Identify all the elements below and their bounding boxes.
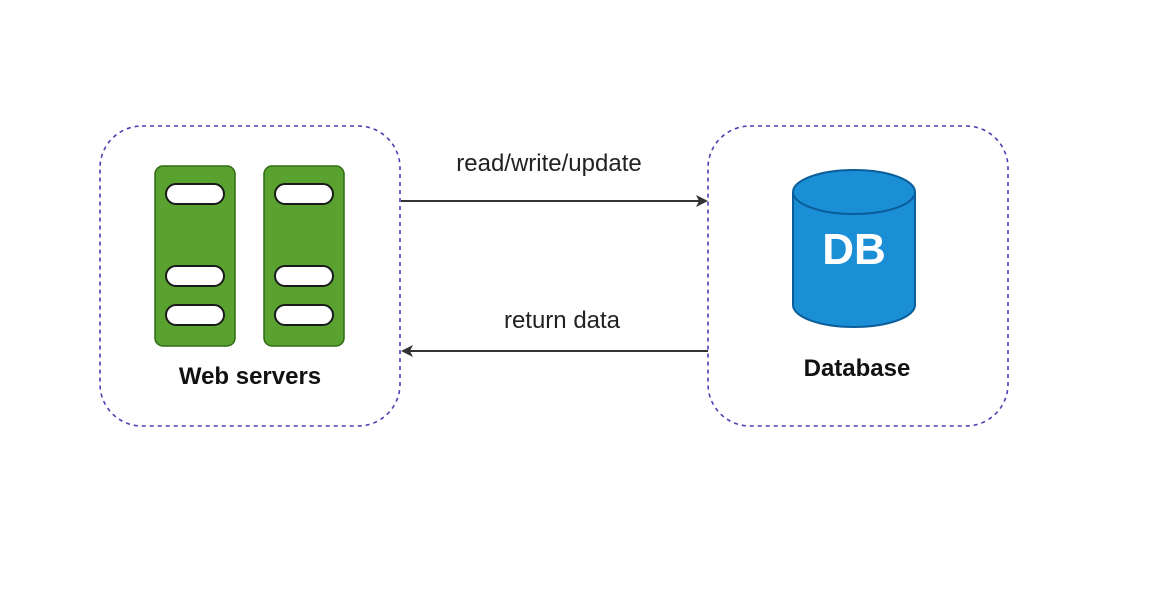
database-label: Database xyxy=(804,355,911,382)
database-group: DB Database xyxy=(707,125,1009,427)
request-edge: read/write/update xyxy=(401,150,708,207)
server-unit-2 xyxy=(263,165,345,347)
database-icon-text: DB xyxy=(822,225,886,274)
response-edge: return data xyxy=(401,307,708,357)
web-servers-label: Web servers xyxy=(179,363,321,390)
request-edge-label: read/write/update xyxy=(456,150,641,177)
database-cylinder-icon: DB xyxy=(792,169,916,328)
server-unit-1 xyxy=(154,165,236,347)
web-servers-group-border xyxy=(99,125,401,427)
server-rack-icon xyxy=(154,165,345,347)
web-servers-group: Web servers xyxy=(99,125,401,427)
database-group-border xyxy=(707,125,1009,427)
response-edge-label: return data xyxy=(504,307,621,334)
